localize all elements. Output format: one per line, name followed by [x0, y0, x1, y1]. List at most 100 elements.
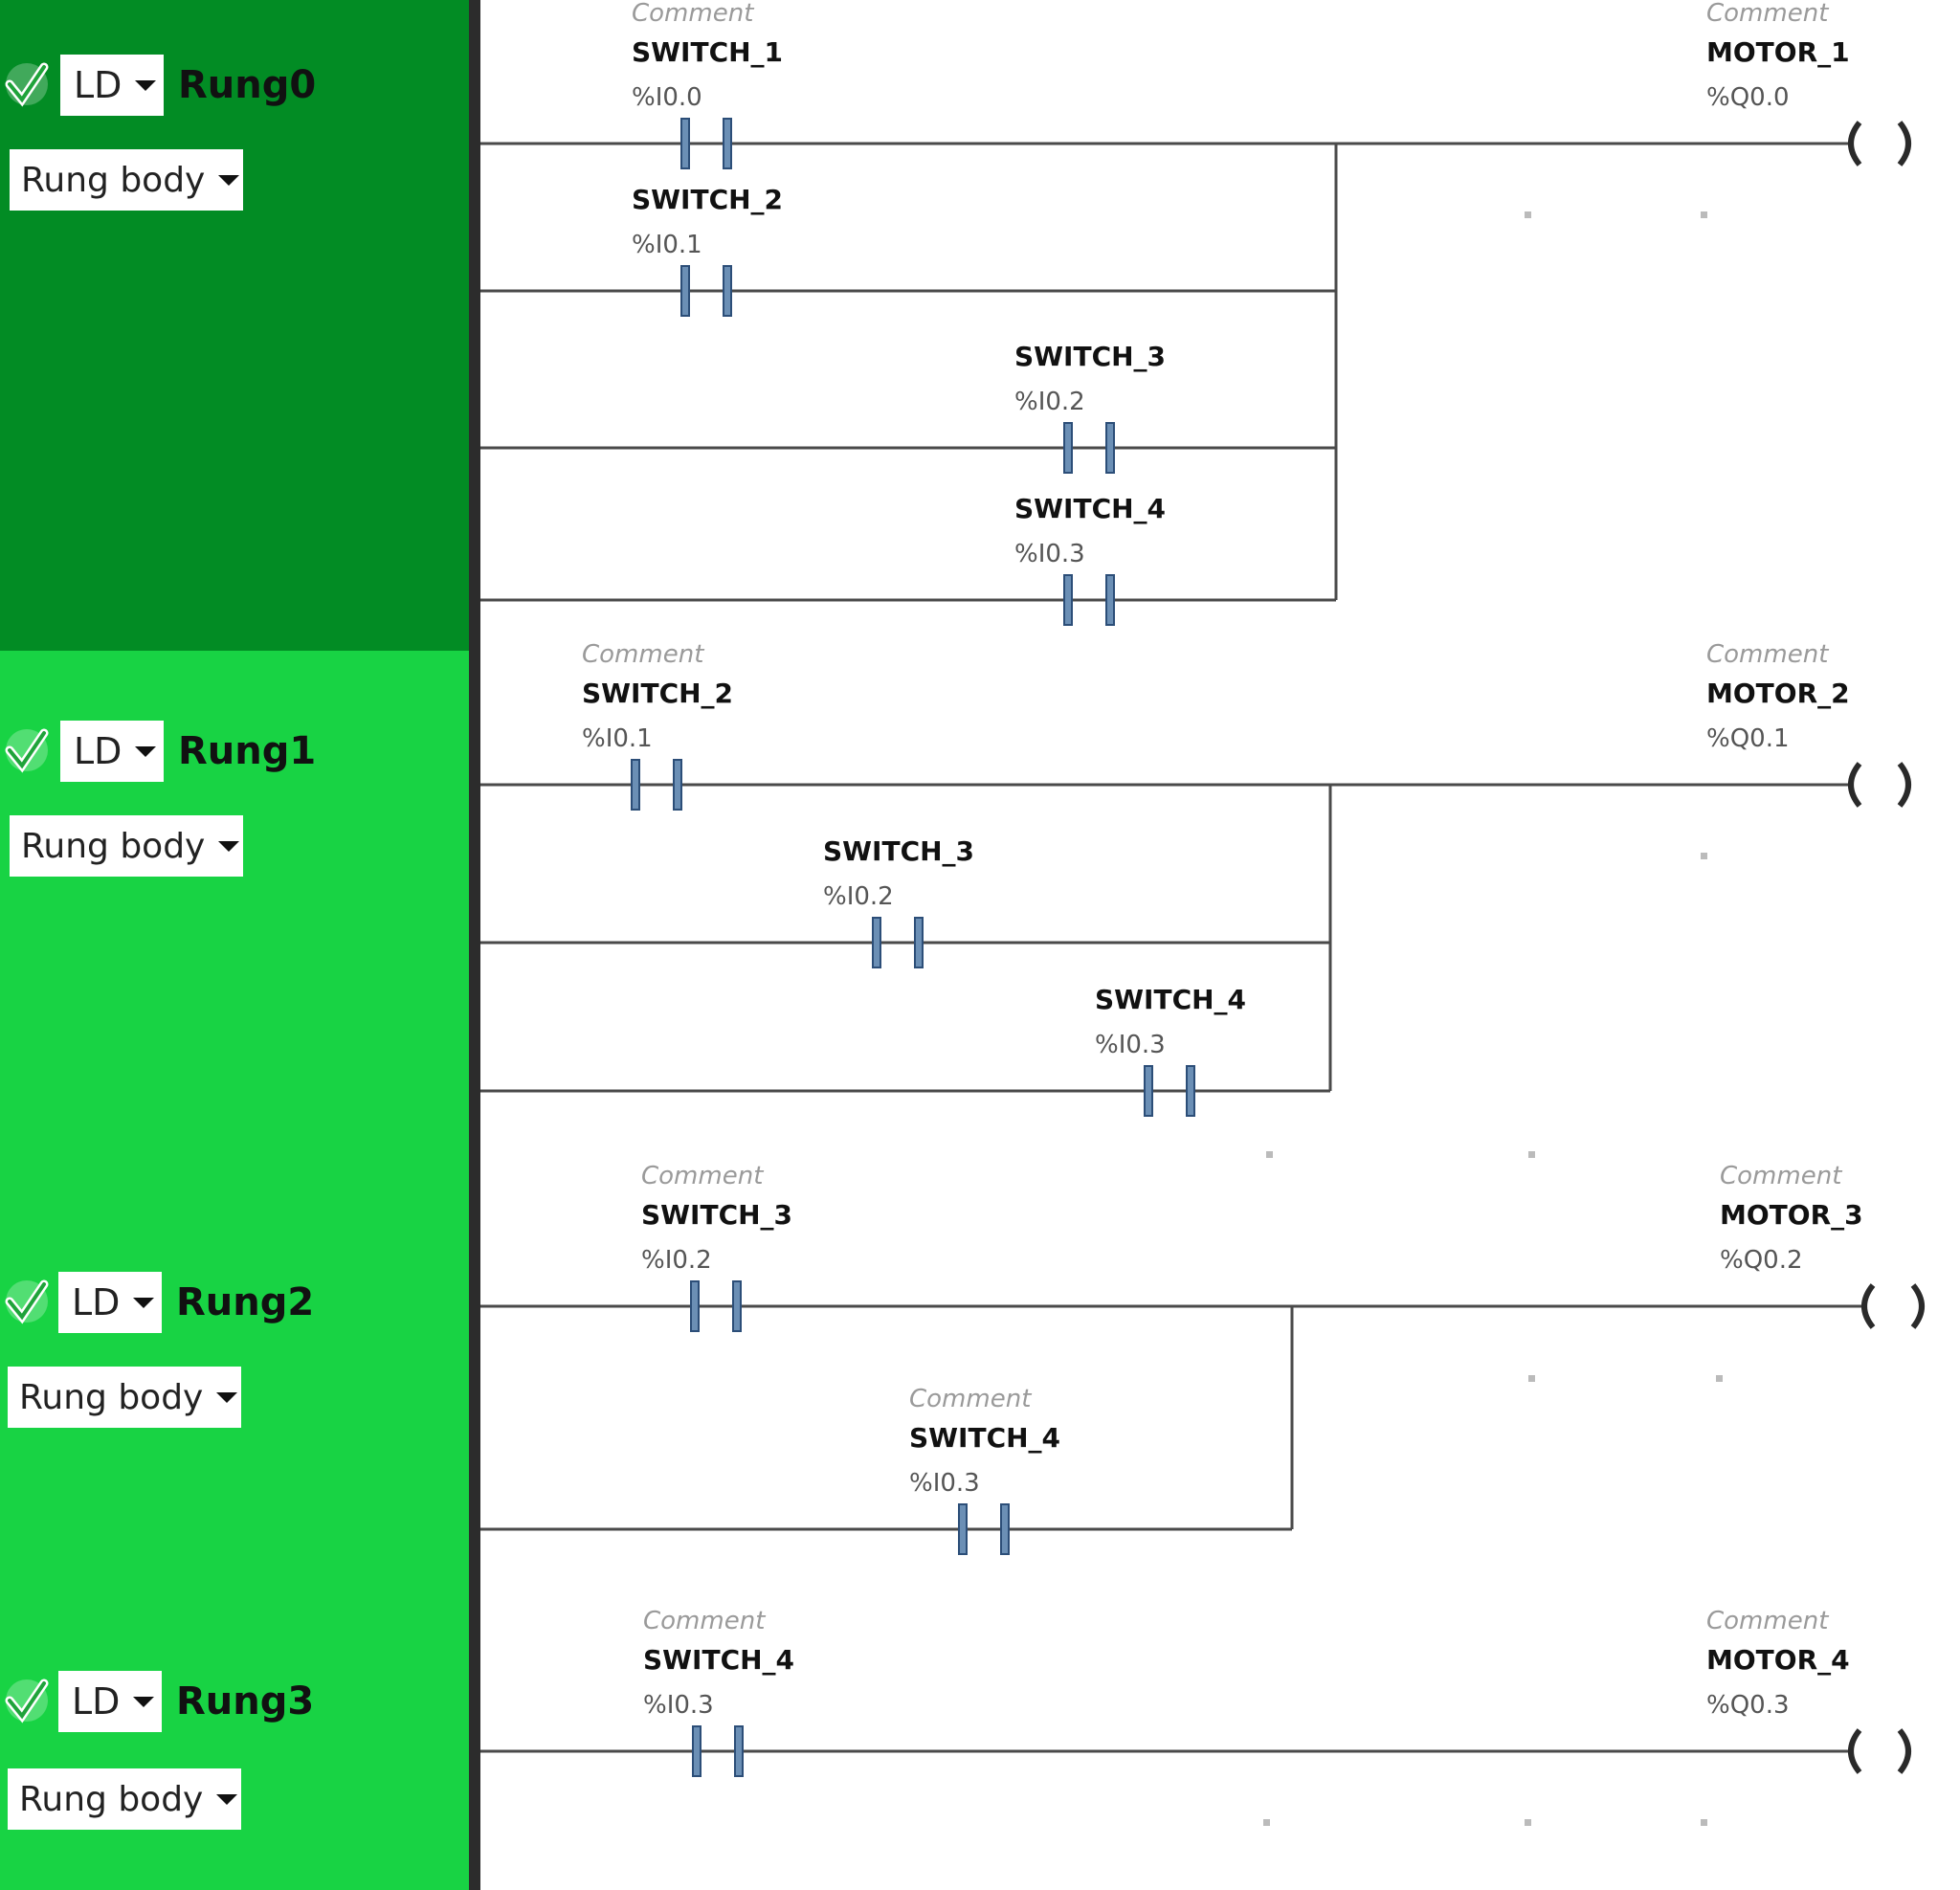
coil-comment: Comment [1706, 640, 1829, 669]
language-select[interactable]: LD [58, 1272, 162, 1333]
contact-address: %I0.3 [1095, 1031, 1166, 1059]
coil-symbol: MOTOR_2 [1706, 678, 1850, 709]
language-select[interactable]: LD [58, 1671, 162, 1732]
coil-address: %Q0.0 [1706, 83, 1790, 112]
grid-dot [1701, 853, 1707, 859]
grid-dot [1263, 1819, 1270, 1826]
contact-right-bar [914, 917, 924, 968]
check-icon [5, 62, 49, 107]
grid-dot [1266, 1151, 1273, 1158]
coil-symbol: MOTOR_4 [1706, 1644, 1850, 1676]
coil-left-paren [1848, 121, 1862, 167]
language-select-value: LD [74, 730, 122, 772]
language-select-value: LD [72, 1680, 121, 1723]
section-select[interactable]: Rung body [10, 149, 243, 211]
language-select[interactable]: LD [60, 55, 164, 116]
section-select-value: Rung body [19, 1377, 204, 1417]
coil-motor-3[interactable] [1861, 1283, 1925, 1329]
coil-right-paren [1897, 121, 1911, 167]
contact-switch-4[interactable] [692, 1725, 744, 1777]
contact-address: %I0.2 [641, 1246, 712, 1275]
contact-left-bar [1144, 1065, 1153, 1117]
contact-switch-4[interactable] [1144, 1065, 1195, 1117]
coil-motor-4[interactable] [1848, 1728, 1911, 1774]
contact-right-bar [723, 118, 732, 169]
contact-left-bar [692, 1725, 702, 1777]
contact-left-bar [1063, 574, 1073, 626]
contact-symbol: SWITCH_4 [1095, 984, 1246, 1015]
rung-name: Rung1 [178, 729, 317, 773]
grid-dot [1528, 1151, 1535, 1158]
panel-splitter[interactable] [469, 0, 480, 1890]
chevron-down-icon [218, 840, 240, 852]
contact-symbol: SWITCH_4 [643, 1644, 794, 1676]
contact-symbol: SWITCH_4 [909, 1422, 1060, 1454]
contact-comment: Comment [641, 1162, 764, 1190]
chevron-down-icon [135, 79, 157, 91]
chevron-down-icon [133, 1297, 155, 1308]
language-select[interactable]: LD [60, 721, 164, 782]
contact-switch-4[interactable] [1063, 574, 1115, 626]
contact-right-bar [723, 265, 732, 317]
coil-symbol: MOTOR_3 [1720, 1199, 1863, 1231]
contact-symbol: SWITCH_3 [1014, 341, 1166, 372]
coil-comment: Comment [1706, 0, 1829, 28]
rung-name: Rung3 [176, 1679, 315, 1723]
section-select[interactable]: Rung body [10, 815, 243, 877]
coil-right-paren [1910, 1283, 1925, 1329]
grid-dot [1701, 1819, 1707, 1826]
coil-motor-1[interactable] [1848, 121, 1911, 167]
contact-right-bar [673, 759, 682, 811]
contact-symbol: SWITCH_2 [632, 184, 783, 215]
contact-right-bar [1105, 574, 1115, 626]
contact-switch-3[interactable] [1063, 422, 1115, 474]
coil-left-paren [1848, 762, 1862, 808]
contact-left-bar [958, 1503, 968, 1555]
coil-left-paren [1861, 1283, 1876, 1329]
coil-address: %Q0.2 [1720, 1246, 1803, 1275]
coil-symbol: MOTOR_1 [1706, 36, 1850, 68]
section-select-value: Rung body [21, 826, 206, 866]
section-select[interactable]: Rung body [8, 1768, 241, 1830]
chevron-down-icon [133, 1696, 155, 1707]
contact-symbol: SWITCH_4 [1014, 493, 1166, 524]
contact-left-bar [680, 265, 690, 317]
contact-left-bar [872, 917, 881, 968]
contact-right-bar [1186, 1065, 1195, 1117]
contact-switch-1[interactable] [680, 118, 732, 169]
contact-address: %I0.2 [823, 882, 894, 911]
rung-name: Rung2 [176, 1280, 315, 1324]
contact-address: %I0.3 [1014, 540, 1085, 568]
contact-switch-2[interactable] [680, 265, 732, 317]
contact-address: %I0.2 [1014, 388, 1085, 416]
contact-comment: Comment [632, 0, 754, 28]
grid-dot [1525, 211, 1531, 218]
contact-comment: Comment [582, 640, 704, 669]
contact-left-bar [631, 759, 640, 811]
section-select-value: Rung body [21, 160, 206, 200]
coil-address: %Q0.3 [1706, 1691, 1790, 1720]
contact-address: %I0.3 [909, 1469, 980, 1498]
contact-address: %I0.3 [643, 1691, 714, 1720]
chevron-down-icon [216, 1391, 238, 1403]
contact-symbol: SWITCH_1 [632, 36, 783, 68]
check-icon [5, 1279, 49, 1324]
contact-switch-3[interactable] [690, 1280, 742, 1332]
section-select-value: Rung body [19, 1779, 204, 1819]
contact-symbol: SWITCH_3 [641, 1199, 792, 1231]
chevron-down-icon [216, 1793, 238, 1805]
language-select-value: LD [72, 1281, 121, 1323]
contact-switch-2[interactable] [631, 759, 682, 811]
section-select[interactable]: Rung body [8, 1367, 241, 1428]
contact-left-bar [1063, 422, 1073, 474]
coil-comment: Comment [1706, 1607, 1829, 1635]
contact-switch-4[interactable] [958, 1503, 1010, 1555]
coil-comment: Comment [1720, 1162, 1842, 1190]
coil-motor-2[interactable] [1848, 762, 1911, 808]
contact-switch-3[interactable] [872, 917, 924, 968]
contact-address: %I0.1 [582, 724, 653, 753]
rung-name: Rung0 [178, 63, 317, 107]
grid-dot [1716, 1375, 1723, 1382]
contact-right-bar [1105, 422, 1115, 474]
